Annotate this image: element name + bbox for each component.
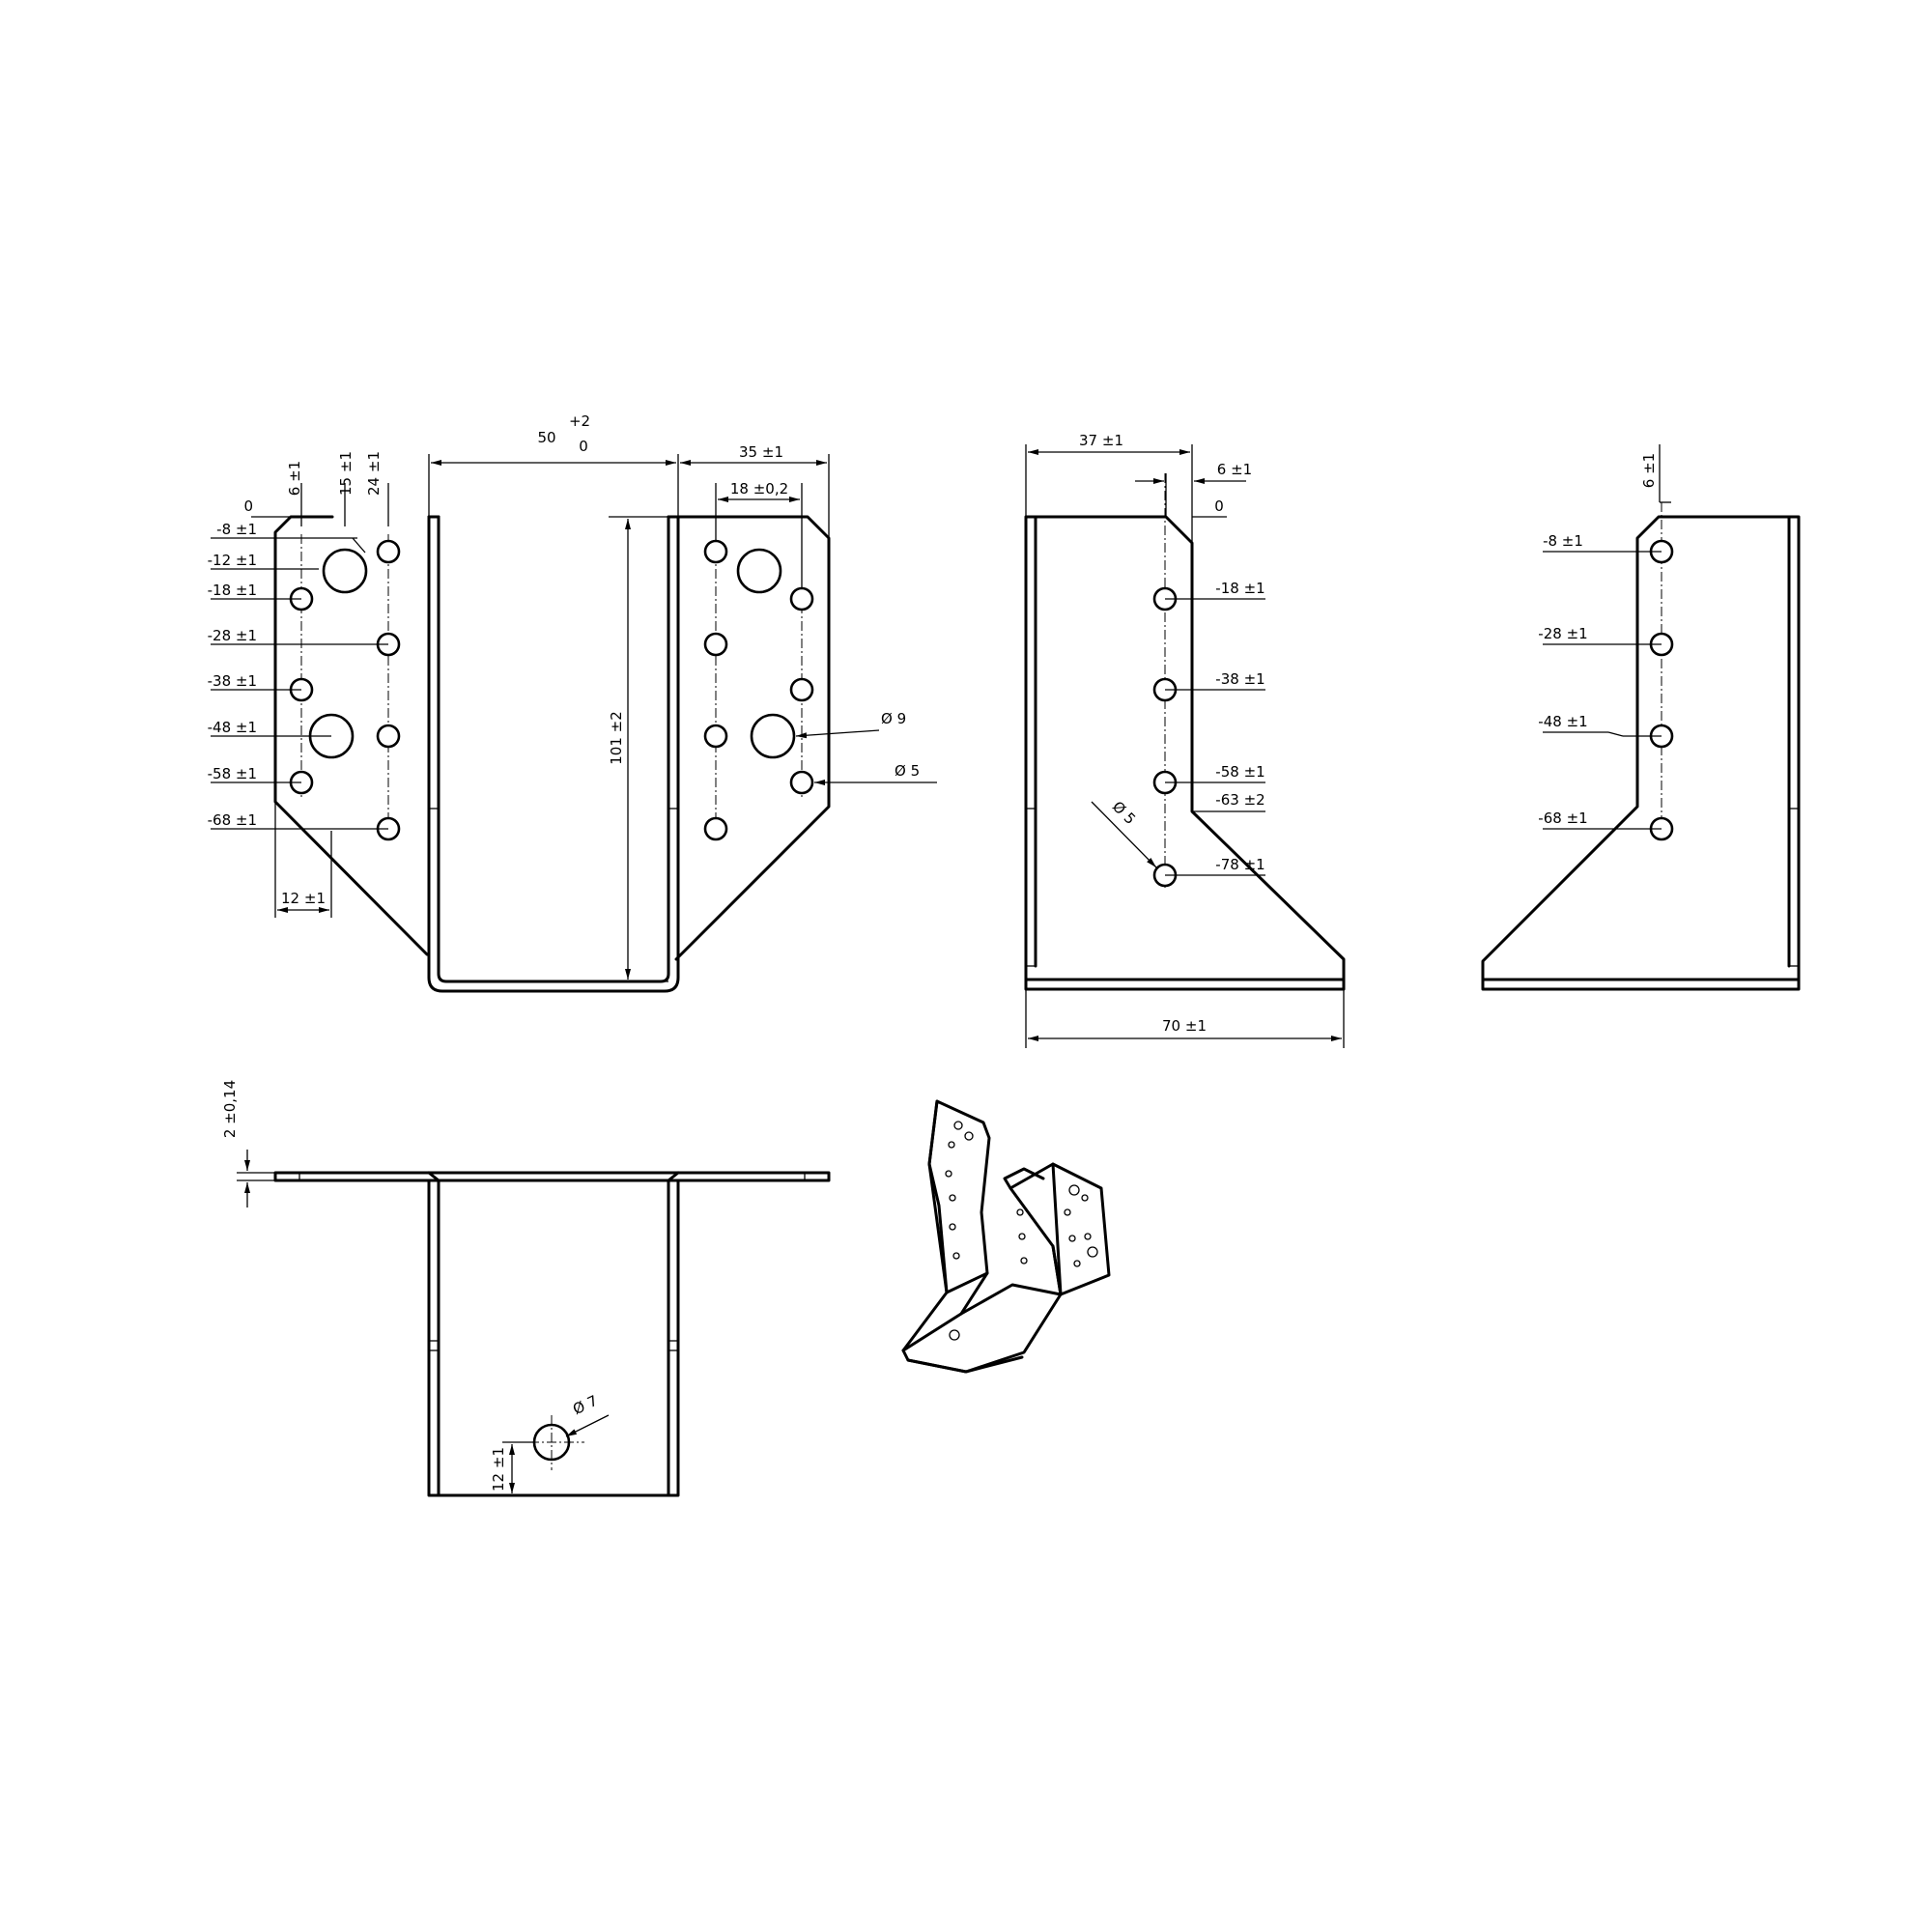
- back-level-minus-8: -8 ±1: [1543, 532, 1583, 550]
- top-hole-offset: 12 ±1: [490, 1447, 507, 1492]
- side-outline: [1024, 515, 1346, 991]
- hole-small: [789, 770, 814, 795]
- front-view: 50 +2 0 35 ±1 18 ±0,2 101 ±2 12 ±1 6 ±1 …: [208, 412, 937, 993]
- top-bottom-hole-dia: Ø 7: [570, 1392, 600, 1418]
- isometric-view: [901, 1099, 1111, 1374]
- side-dim-top-width: 37 ±1: [1079, 432, 1123, 449]
- dim-hole-spacing: 18 ±0,2: [730, 480, 788, 497]
- dim-col-6: 6 ±1: [286, 461, 303, 496]
- back-level-minus-68: -68 ±1: [1538, 810, 1587, 827]
- top-flange-strip: [273, 1171, 831, 1182]
- level-minus-18: -18 ±1: [208, 582, 257, 599]
- hole-small: [789, 677, 814, 702]
- hole-large: [750, 713, 796, 759]
- level-minus-58: -58 ±1: [208, 765, 257, 782]
- level-minus-12: -12 ±1: [208, 552, 257, 569]
- hole-small: [703, 632, 728, 657]
- hole-small: [703, 724, 728, 749]
- side-dim-base-width: 70 ±1: [1162, 1017, 1207, 1035]
- left-flange-outline: [273, 515, 429, 956]
- hole-large: [736, 548, 782, 594]
- top-dim-thickness: 2 ±0,14: [221, 1080, 239, 1138]
- level-minus-38: -38 ±1: [208, 672, 257, 690]
- dim-small-hole-dia: Ø 5: [895, 762, 920, 780]
- side-view: 37 ±1 6 ±1 0 -18 ±1 -38 ±1 -58 ±1 -63 ±2…: [1024, 432, 1346, 1048]
- dim-top-width-tol-upper: +2: [569, 412, 590, 430]
- dim-top-width: 50: [537, 429, 555, 446]
- side-level-minus-18: -18 ±1: [1215, 580, 1264, 597]
- hole-small: [703, 539, 728, 564]
- hole-small: [376, 724, 401, 749]
- side-level-minus-78: -78 ±1: [1215, 856, 1264, 873]
- top-view: 2 ±0,14 Ø 7 12 ±1: [221, 1080, 831, 1497]
- top-channel: [427, 1179, 680, 1497]
- dim-flange-width: 35 ±1: [739, 443, 783, 461]
- level-minus-68: -68 ±1: [208, 811, 257, 829]
- dim-col-15: 15 ±1: [337, 451, 355, 496]
- back-level-minus-28: -28 ±1: [1538, 625, 1587, 642]
- level-0: 0: [243, 497, 253, 515]
- level-minus-28: -28 ±1: [208, 627, 257, 644]
- side-level-minus-63: -63 ±2: [1215, 791, 1264, 809]
- dim-top-width-tol-lower: 0: [579, 438, 588, 455]
- dim-col-24: 24 ±1: [365, 451, 383, 496]
- back-view: 6 ±1 -8 ±1 -28 ±1 -48 ±1 -68 ±1: [1481, 444, 1801, 991]
- back-outline: [1481, 515, 1801, 991]
- hole-small: [376, 539, 401, 564]
- iso-channel: [901, 1162, 1063, 1374]
- level-minus-48: -48 ±1: [208, 719, 257, 736]
- dim-large-hole-dia: Ø 9: [881, 710, 906, 727]
- hole-small: [789, 586, 814, 611]
- level-minus-8: -8 ±1: [216, 521, 257, 538]
- dim-height: 101 ±2: [608, 711, 625, 765]
- side-dim-corner: 6 ±1: [1217, 461, 1252, 478]
- u-channel-inner: [437, 515, 670, 983]
- dim-edge-offset: 12 ±1: [281, 890, 326, 907]
- hole-small: [703, 816, 728, 841]
- hole-large: [322, 548, 368, 594]
- side-zero: 0: [1214, 497, 1224, 515]
- back-dim-corner: 6 ±1: [1640, 453, 1658, 488]
- side-level-minus-58: -58 ±1: [1215, 763, 1264, 781]
- u-channel-outer: [427, 515, 680, 993]
- iso-left-flange: [927, 1099, 991, 1294]
- back-level-minus-48: -48 ±1: [1538, 713, 1587, 730]
- side-level-minus-38: -38 ±1: [1215, 670, 1264, 688]
